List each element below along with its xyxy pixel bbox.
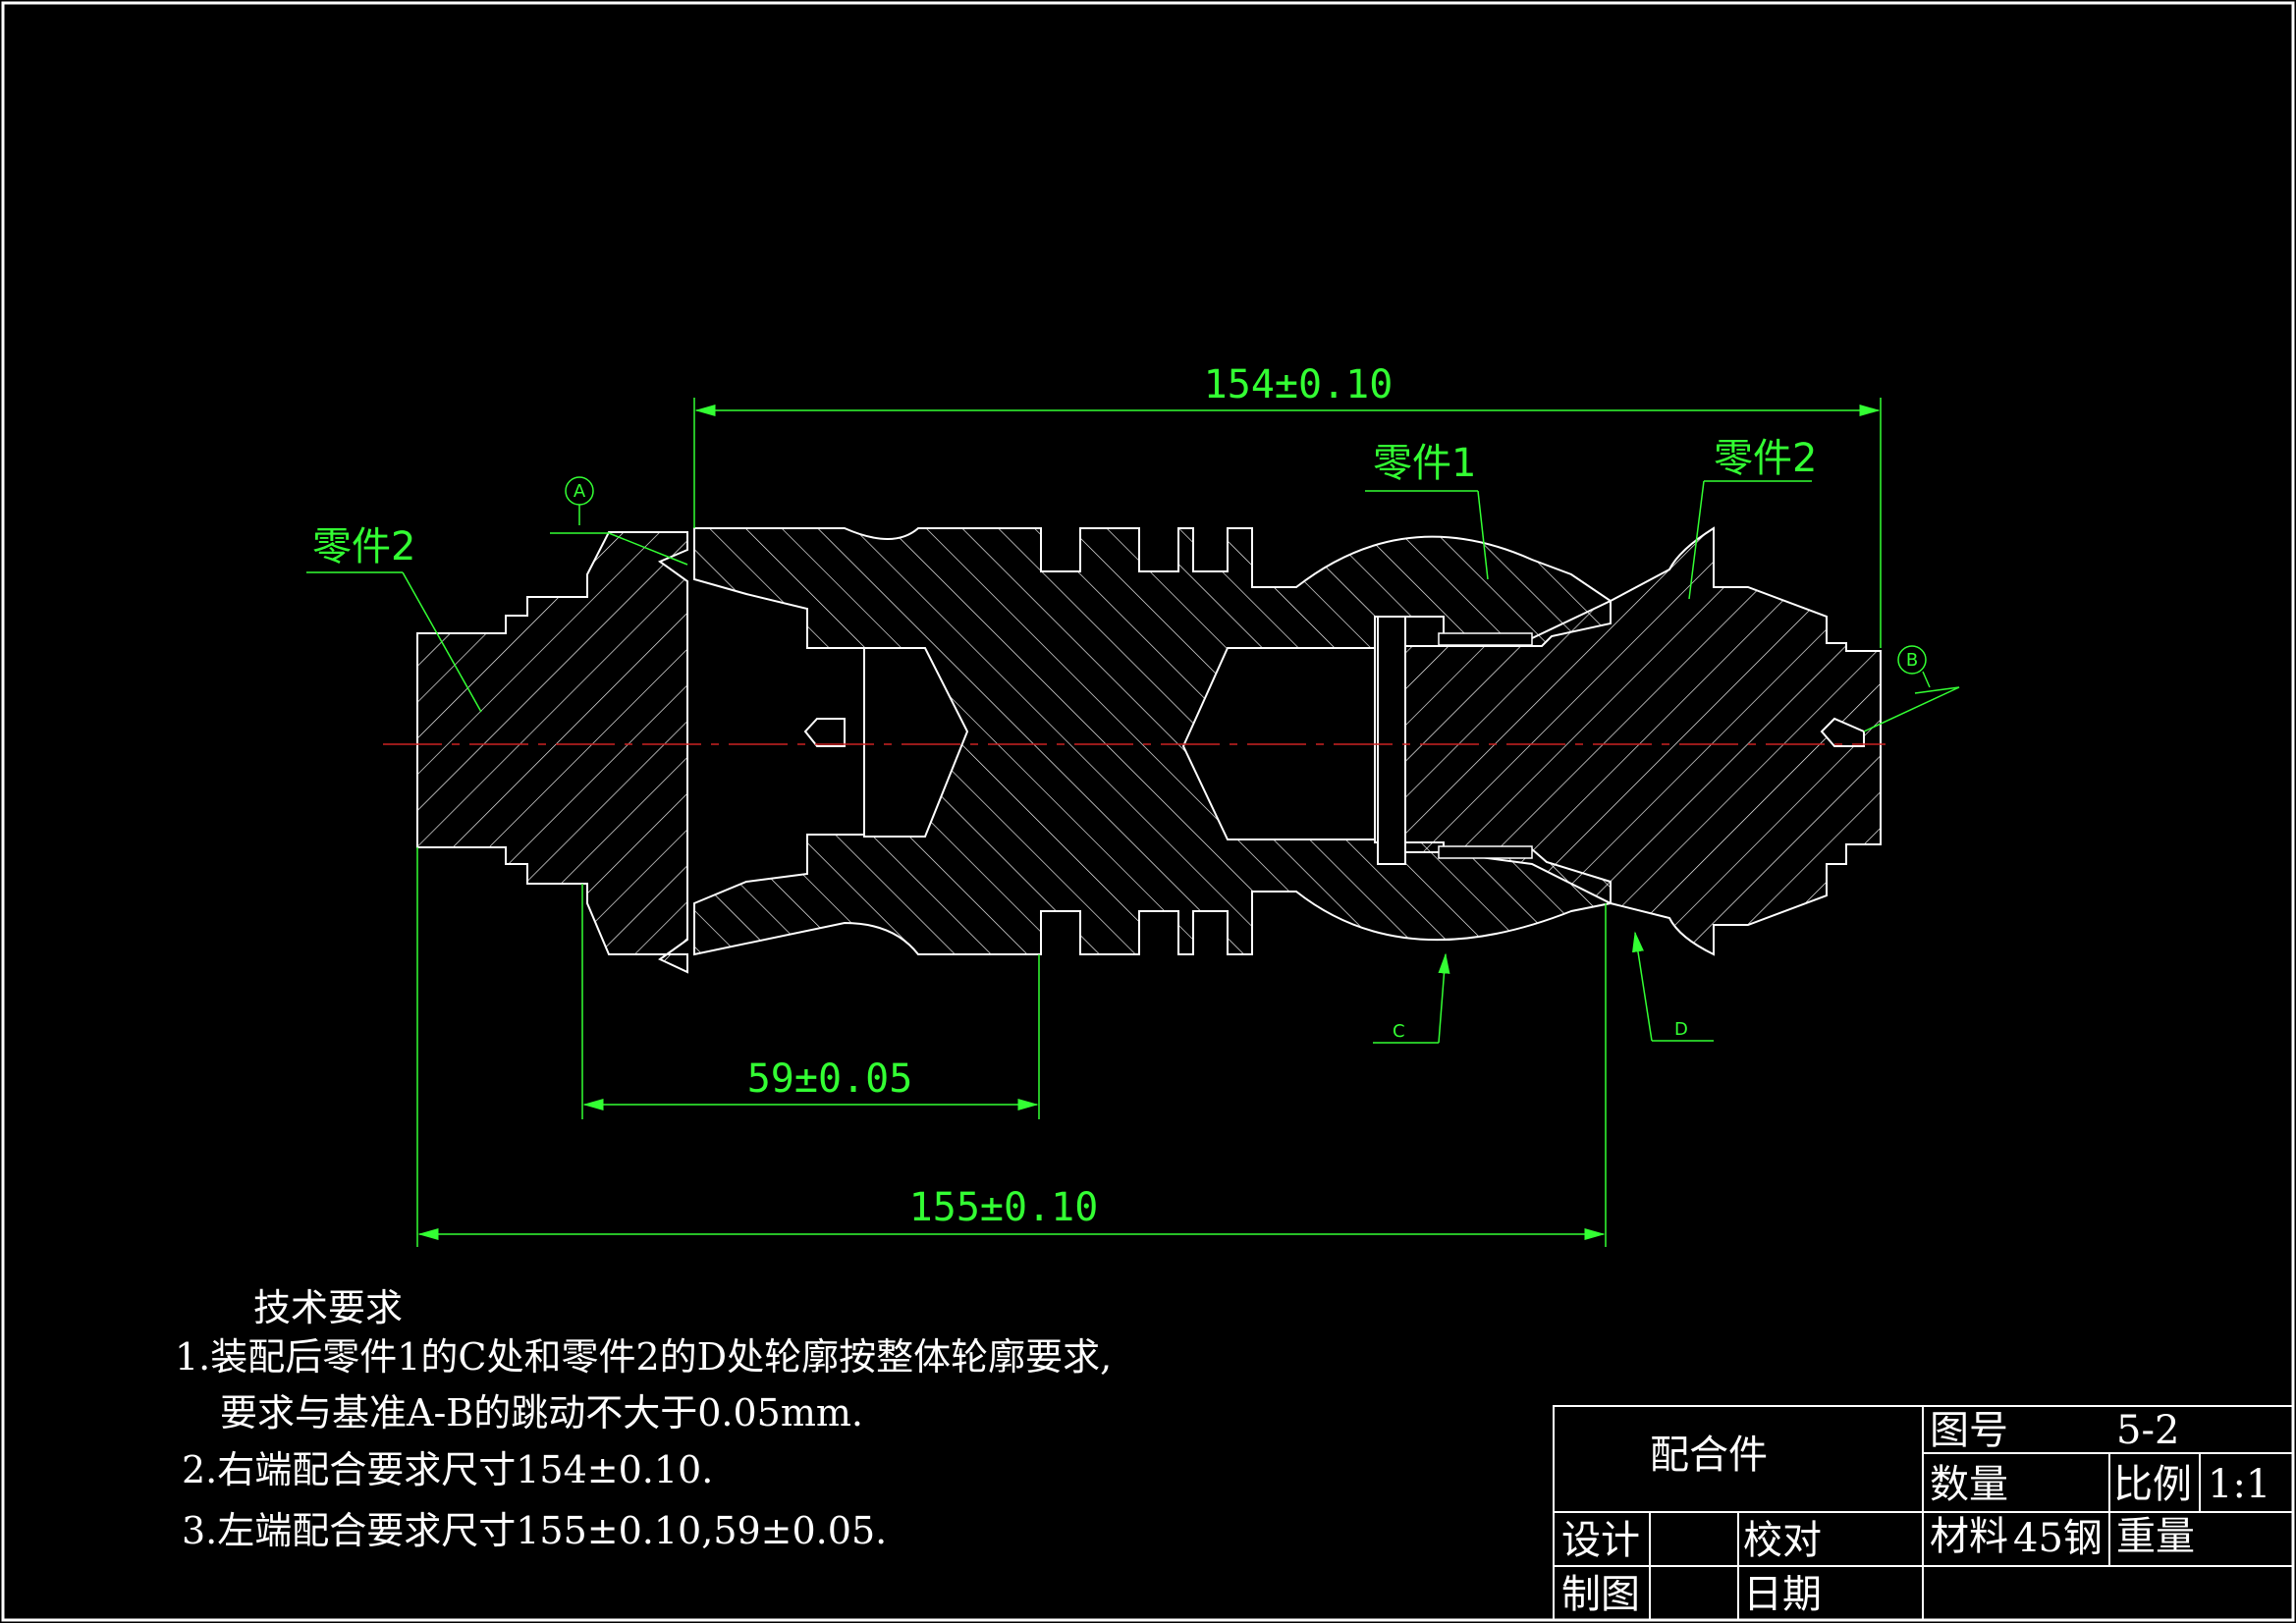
- tb-design-label: 设计: [1561, 1518, 1640, 1563]
- datum-b-symbol: B: [1863, 645, 1960, 732]
- technical-notes: 技术要求 1.装配后零件1的C处和零件2的D处轮廓按整体轮廓要求, 要求与基准A…: [175, 1286, 1112, 1552]
- tb-material-label: 材料: [1930, 1514, 2008, 1559]
- dimension-59: 59±0.05: [581, 884, 1040, 1119]
- datum-a-letter: A: [574, 481, 586, 502]
- tb-name: 配合件: [1650, 1433, 1768, 1478]
- dim-155-text: 155±0.10: [909, 1185, 1099, 1230]
- dim-154-text: 154±0.10: [1204, 362, 1394, 407]
- dim-59-text: 59±0.05: [747, 1056, 913, 1102]
- center-hole-left: [803, 718, 846, 747]
- tb-drawing-no: 5-2: [2116, 1408, 2179, 1453]
- notes-line1b: 要求与基准A-B的跳动不大于0.05mm.: [220, 1391, 863, 1434]
- ring-insert: [1377, 616, 1406, 865]
- tb-weight-label: 重量: [2116, 1514, 2195, 1559]
- leader-part1: 零件1: [1365, 441, 1489, 580]
- part1-left-bore: [863, 647, 969, 838]
- datum-b-letter: B: [1906, 650, 1918, 671]
- tb-drawing-no-label: 图号: [1930, 1408, 2008, 1453]
- dimension-155: 155±0.10: [416, 847, 1607, 1247]
- groove-top: [1438, 632, 1533, 646]
- tb-scale: 1:1: [2208, 1462, 2270, 1507]
- tb-scale-label: 比例: [2113, 1462, 2192, 1507]
- tb-draft-label: 制图: [1561, 1572, 1640, 1617]
- dimension-154: 154±0.10: [693, 362, 1882, 648]
- tb-check-label: 校对: [1743, 1518, 1822, 1563]
- groove-bottom: [1438, 845, 1533, 859]
- notes-line3: 3.左端配合要求尺寸155±0.10,59±0.05.: [182, 1509, 887, 1552]
- title-block-text: 配合件 图号 5-2 数量 比例 1:1 设计 校对 材料 45钢 重量 制图 …: [1561, 1408, 2270, 1617]
- label-part1: 零件1: [1373, 441, 1476, 486]
- leader-part2-right: 零件2: [1688, 436, 1817, 600]
- datum-a-symbol: A: [550, 476, 688, 566]
- label-part2-right: 零件2: [1714, 436, 1817, 481]
- label-d: D: [1674, 1019, 1688, 1040]
- part2-left-section: [416, 531, 688, 974]
- leader-c: C: [1373, 952, 1450, 1044]
- notes-line2: 2.右端配合要求尺寸154±0.10.: [182, 1448, 713, 1491]
- tb-quantity-label: 数量: [1930, 1462, 2008, 1507]
- leader-part2-left: 零件2: [306, 524, 482, 713]
- tb-material: 45钢: [2013, 1516, 2103, 1561]
- notes-title: 技术要求: [253, 1286, 403, 1329]
- label-part2-left: 零件2: [312, 524, 415, 569]
- title-block: [1553, 1405, 2294, 1621]
- label-c: C: [1393, 1021, 1405, 1042]
- leader-d: D: [1632, 931, 1714, 1042]
- tb-date-label: 日期: [1743, 1572, 1822, 1617]
- notes-line1: 1.装配后零件1的C处和零件2的D处轮廓按整体轮廓要求,: [175, 1335, 1112, 1379]
